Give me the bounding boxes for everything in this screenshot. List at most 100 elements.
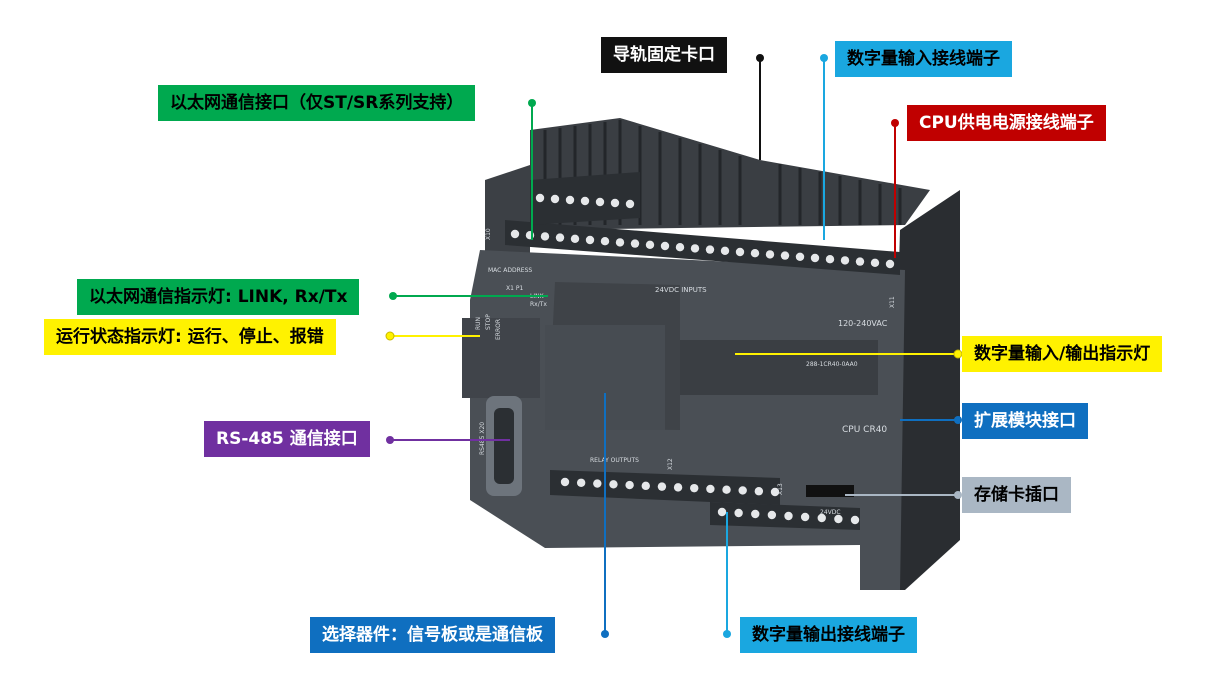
terminal-screw [540,232,550,241]
terminal-screw [834,514,843,524]
label-digital-input-terminal: 数字量输入接线端子 [835,41,1012,77]
dot-digital-input [820,54,828,62]
device-x1p1: X1 P1 [506,285,523,292]
dot-io-leds [953,349,963,359]
terminal-screw [705,245,715,254]
terminal-screw [675,243,685,252]
label-cpu-power-terminal: CPU供电电源接线端子 [907,105,1106,141]
terminal-screw [625,199,635,209]
device-x11: X11 [889,296,896,308]
terminal-screw [576,478,586,487]
terminal-screw [795,252,805,261]
device-x10: X10 [485,228,492,240]
terminal-screw [717,507,727,517]
dot-option-board [601,630,609,638]
terminal-screw [751,509,760,519]
terminal-screw [765,250,775,259]
terminal-screw [580,196,590,206]
device-stop: STOP [485,314,492,330]
terminal-screw [738,486,747,495]
dot-rs485 [386,436,394,444]
terminal-screw [600,237,610,246]
device-x13: X13 [777,483,784,495]
device-order: 288-1CR40-0AA0 [806,361,858,368]
leader-lines [390,58,958,634]
terminal-screw [610,198,620,208]
terminal-screw [722,485,731,494]
terminal-screw [850,515,860,525]
leader-dots [385,54,963,638]
label-ethernet-leds: 以太网通信指示灯: LINK, Rx/Tx [77,279,360,315]
terminal-screw [855,257,865,266]
terminal-screw [770,487,780,497]
terminal-screw [645,240,655,249]
vent-ribs [543,120,902,225]
label-ethernet-port: 以太网通信接口（仅ST/SR系列支持） [158,85,476,121]
memory-card-slot-shape [806,485,854,497]
output-terminal-screws [560,477,860,525]
label-rail-clip: 导轨固定卡口 [601,37,727,73]
label-rs485-port: RS-485 通信接口 [204,421,370,457]
terminal-screw [810,253,820,263]
dot-cpu-power [891,119,899,127]
terminal-screw [817,513,826,523]
label-option-board: 选择器件：信号板或是通信板 [310,617,555,653]
rs485-inner [494,408,514,484]
terminal-screw [840,256,850,265]
terminal-screw [657,482,667,491]
dot-digital-output [723,630,731,638]
terminal-screw [870,258,880,267]
device-error: ERROR [495,319,502,340]
terminal-screw [555,233,565,242]
terminal-screw [660,241,670,251]
terminal-screw [550,194,560,204]
device-24v-caption: 24VDC [820,509,841,516]
terminal-screw [825,255,835,264]
terminal-screw [570,234,580,243]
terminal-screw [510,229,520,239]
dot-memory-card [954,491,962,499]
terminal-screw [784,511,793,521]
device-model-text: CPU CR40 [842,425,887,435]
terminal-screw [734,508,743,518]
label-expansion-port: 扩展模块接口 [962,403,1088,439]
terminal-screw [609,480,618,489]
terminal-screw [754,487,764,496]
status-led-strip [462,318,540,398]
device-power-caption: 120-240VAC [838,319,888,328]
terminal-screw [780,251,790,260]
terminal-screw [585,235,595,245]
device-side-face [890,190,960,590]
terminal-screw [560,477,570,487]
option-board-face [545,325,665,430]
terminal-screw [690,483,699,493]
terminal-screw [615,238,625,247]
terminal-screw [565,195,575,205]
terminal-screw [630,239,640,248]
terminal-screw [535,193,545,203]
terminal-screw [885,259,895,269]
terminal-screw [641,481,650,491]
terminal-screw [706,484,715,494]
upper-terminal-screws [535,193,635,209]
device-mac: MAC ADDRESS [488,267,532,274]
device-x12: X12 [667,458,674,470]
dot-ethernet-leds [389,292,397,300]
input-terminal-block [505,220,900,275]
dot-expansion [954,416,962,424]
terminal-screw [595,197,605,207]
device-inputs-caption: 24VDC INPUTS [655,286,707,294]
device-rxtx: Rx/Tx [530,301,547,308]
led-panel [668,340,878,395]
terminal-screw [690,244,700,253]
dot-rail-clip [756,54,764,62]
label-digital-output-terminal: 数字量输出接线端子 [740,617,917,653]
terminal-screw [625,480,634,490]
terminal-screw [735,247,745,257]
terminal-screw [800,512,810,522]
device-outputs-caption: RELAY OUTPUTS [590,457,639,464]
terminal-screw [750,249,760,258]
label-memory-card-slot: 存储卡插口 [962,477,1071,513]
